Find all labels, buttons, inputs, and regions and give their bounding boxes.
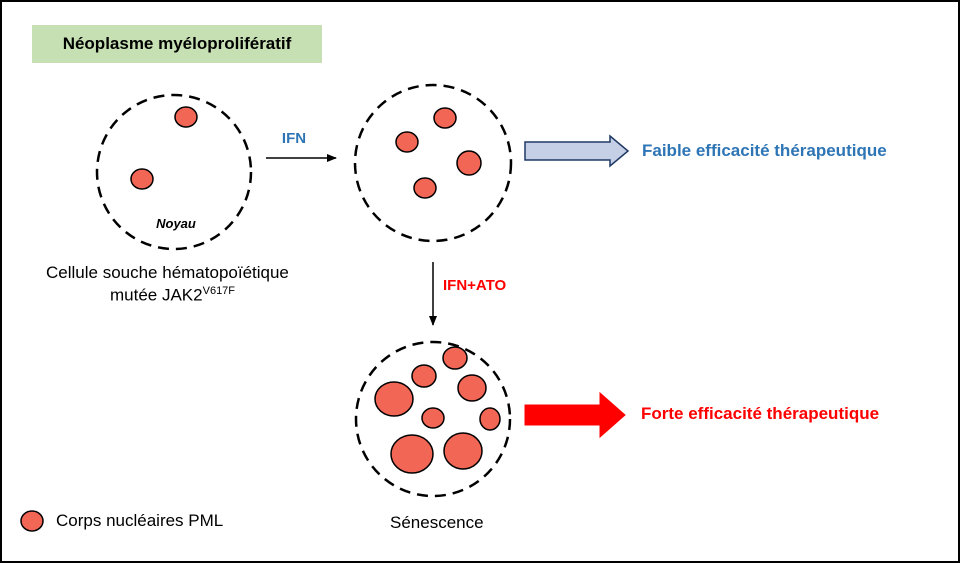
senescent-cell-nucleus: [354, 340, 512, 498]
pml-body: [413, 177, 437, 199]
pml-body: [479, 407, 501, 431]
diagram-title: Néoplasme myéloprolifératif: [62, 34, 292, 53]
ifn-ato-label: IFN+ATO: [443, 277, 507, 294]
low-efficacy-arrow: [524, 134, 630, 168]
pml-body: [433, 107, 457, 129]
legend-pml-icon: [20, 510, 44, 532]
high-efficacy-label: Forte efficacité thérapeutique: [641, 404, 880, 423]
ifn-treated-cell: [353, 83, 513, 243]
nucleus-label: Noyau: [156, 216, 196, 231]
pml-body: [456, 150, 482, 176]
pml-body: [374, 381, 414, 417]
title-box: Néoplasme myéloprolifératif: [32, 25, 322, 63]
high-efficacy-arrow: [524, 391, 626, 439]
legend-label: Corps nucléaires PML: [56, 511, 224, 530]
pml-body: [457, 374, 487, 402]
pml-body: [411, 364, 437, 388]
cell-label-line2: mutée JAK2V617F: [110, 285, 235, 306]
senescent-cell: [354, 340, 512, 498]
ifn-cell-nucleus: [353, 83, 513, 243]
cell-label-mutation: V617F: [202, 285, 236, 297]
senescence-label: Sénescence: [390, 513, 484, 532]
stem-cell: Noyau: [95, 93, 253, 251]
pml-body: [390, 434, 434, 474]
low-efficacy-label: Faible efficacité thérapeutique: [642, 141, 887, 160]
cell-label-gene: mutée JAK2: [110, 285, 203, 305]
pml-body: [442, 346, 468, 370]
stem-cell-nucleus: [95, 93, 253, 251]
pml-body: [130, 168, 154, 190]
pml-body: [395, 131, 419, 153]
pml-body: [421, 407, 445, 429]
cell-label-line1: Cellule souche hématopoïétique: [46, 263, 289, 282]
ifn-label: IFN: [282, 130, 306, 147]
pml-body: [174, 106, 198, 128]
pml-body: [443, 432, 483, 470]
